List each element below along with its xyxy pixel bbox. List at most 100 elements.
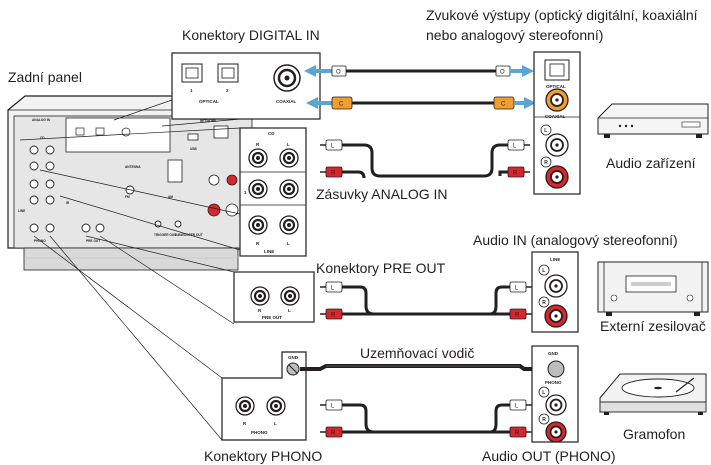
coaxial-cable: C C	[306, 96, 536, 110]
turntable-r-mark: R	[542, 417, 546, 423]
turntable-phono-mark: PHONO	[545, 380, 562, 385]
analog-in-plug-r-left: R	[331, 171, 336, 177]
panel-fm-mark: FM	[125, 195, 130, 199]
amp-l-mark: L	[542, 268, 545, 274]
analog-in-plug-r-right: R	[513, 171, 518, 177]
panel-trigger-mark: TRIGGER OUT	[154, 233, 176, 237]
optical-plug-mark-right: O	[500, 70, 505, 76]
ground-wire	[300, 364, 540, 371]
pre-out-label: Konektory PRE OUT	[316, 260, 446, 276]
pre-out-cable: L R L R	[320, 281, 532, 320]
panel-antenna-mark: ANTENNA	[125, 165, 141, 169]
arrow-right-icon	[522, 65, 534, 77]
optical-jack-1	[181, 63, 203, 83]
pre-out-plug-r-left: R	[331, 313, 336, 319]
digital-in-callout: 1 2 OPTICAL COAXIAL	[171, 52, 321, 120]
cd-player-icon	[597, 103, 709, 138]
amp-line-mark: LINE	[550, 257, 560, 262]
analog-in-plug-l-right: L	[513, 144, 517, 150]
phono-l-mark: L	[274, 421, 277, 426]
panel-cd-mark: CD	[40, 136, 45, 140]
phono-plug-r-right: R	[515, 431, 520, 437]
pre-out-jacks	[250, 286, 300, 306]
analog-in-cable: L R L R	[320, 139, 530, 179]
panel-line-mark: LINE	[18, 209, 25, 213]
line-l-mark: L	[287, 241, 290, 246]
digital-in-label: Konektory DIGITAL IN	[182, 27, 320, 43]
cd-mark: CD	[268, 131, 275, 136]
panel-subwoofer-mark: SUBWOOFER OUT	[174, 233, 203, 237]
panel-ir-mark: IR	[66, 201, 70, 205]
phono-r-mark: R	[243, 421, 247, 426]
phono-plug-l-left: L	[331, 404, 335, 410]
cd-r-mark: R	[256, 142, 260, 147]
analog-in-jacks	[248, 148, 299, 235]
line-r-mark: R	[256, 241, 260, 246]
optical-mark: OPTICAL	[199, 99, 219, 104]
pre-out-callout: R L PRE OUT	[233, 271, 315, 323]
phono-cable: L R L R	[320, 399, 532, 438]
source-coaxial-mark: COAXIAL	[545, 114, 566, 119]
amplifier-icon	[597, 261, 709, 316]
turntable-gnd-mark: GND	[548, 351, 559, 356]
panel-rca-jacks	[29, 145, 182, 233]
source-output-panel: OPTICAL COAXIAL L R	[533, 51, 581, 195]
optical-plug-mark-left: O	[336, 70, 341, 76]
arrow-left-icon	[306, 97, 318, 109]
receiver-rear-panel: ANALOG IN DIGITAL IN NETWORK USB ANTENNA…	[7, 95, 253, 271]
turntable-output-panel: GND PHONO L R	[531, 345, 579, 443]
audio-in-stereo-label: Audio IN (analogový stereofonní)	[473, 232, 678, 248]
source-optical-mark: OPTICAL	[546, 84, 566, 89]
source-r-mark: R	[544, 160, 548, 166]
outputs-label-line1: Zvukové výstupy (optický digitální, koax…	[426, 7, 698, 23]
coax-plug-mark-right: C	[501, 102, 506, 108]
coaxial-mark: COAXIAL	[276, 99, 297, 104]
coaxial-jack	[273, 64, 301, 92]
rear-panel-label: Zadní panel	[8, 69, 82, 85]
turntable-l-mark: L	[542, 390, 545, 396]
arrow-right-icon	[524, 97, 536, 109]
outputs-label-line2: nebo analogový stereofonní)	[426, 27, 603, 43]
pre-out-l-mark: L	[288, 308, 291, 313]
cd-l-mark: L	[287, 142, 290, 147]
turntable-icon	[599, 373, 707, 415]
audio-device-label: Audio zařízení	[606, 155, 696, 171]
phono-gnd-mark: GND	[288, 355, 299, 360]
amp-input-panel: LINE L R	[531, 251, 579, 333]
phono-plug-r-left: R	[331, 431, 336, 437]
audio-out-phono-label: Audio OUT (PHONO)	[482, 448, 616, 464]
panel-network-mark: NETWORK	[200, 119, 217, 123]
pre-out-mark: PRE OUT	[262, 315, 282, 320]
optical-1-mark: 1	[190, 88, 193, 93]
line-mark: LINE	[264, 249, 274, 254]
panel-am-mark: AM	[168, 195, 173, 199]
phono-jacks	[235, 396, 286, 416]
arrow-left-icon	[304, 65, 316, 77]
analog-1-mark: 1	[244, 190, 247, 195]
panel-analog-in-mark: ANALOG IN	[32, 118, 51, 122]
analog-in-callout: CD R L 1 R L LINE	[239, 127, 307, 257]
external-amp-label: Externí zesilovač	[600, 318, 706, 334]
amp-r-mark: R	[542, 300, 546, 306]
phono-plug-l-right: L	[515, 404, 519, 410]
source-l-mark: L	[544, 128, 547, 134]
optical-cable: O O	[304, 65, 534, 77]
pre-out-plug-r-right: R	[515, 313, 520, 319]
pre-out-plug-l-left: L	[331, 286, 335, 292]
panel-preout-mark: PRE OUT	[86, 239, 100, 243]
phono-mark: PHONO	[251, 430, 268, 435]
phono-connectors-label: Konektory PHONO	[204, 448, 322, 464]
optical-2-mark: 2	[226, 88, 229, 93]
coax-plug-mark-left: C	[339, 102, 344, 108]
turntable-label: Gramofon	[623, 426, 685, 442]
panel-usb-mark: USB	[190, 147, 197, 151]
pre-out-r-mark: R	[258, 308, 262, 313]
ground-wire-label: Uzemňovací vodič	[360, 345, 474, 361]
optical-jack-2	[217, 63, 239, 83]
phono-gnd-terminal	[286, 362, 300, 376]
pre-out-plug-l-right: L	[515, 286, 519, 292]
analog-in-label: Zásuvky ANALOG IN	[316, 186, 447, 202]
phono-callout: GND R L PHONO	[221, 351, 307, 441]
